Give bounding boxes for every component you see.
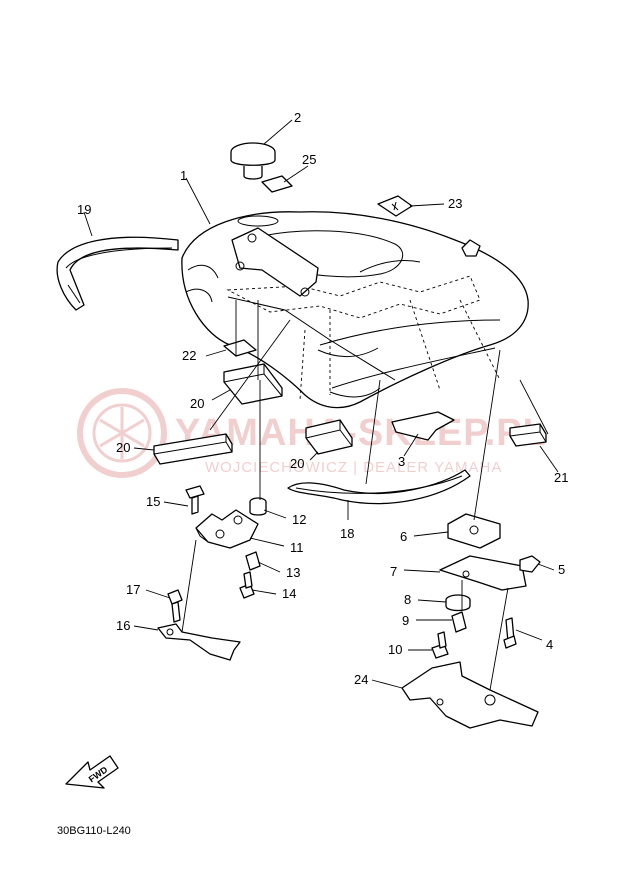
part-6-damper-block — [447, 513, 501, 549]
callouts: 2 25 1 19 23 22 20 20 20 3 21 18 15 12 1… — [77, 110, 568, 687]
callout-25: 24 — [354, 672, 368, 687]
part-5-nut — [519, 555, 541, 573]
part-21-damper-long — [153, 433, 233, 465]
part-12-grommet — [249, 497, 267, 516]
part-20-damper-left — [223, 363, 283, 405]
callout-20-center: 20 — [290, 456, 304, 471]
tuning-fork-logo — [77, 388, 167, 478]
part-9-collar — [451, 611, 467, 633]
callout-4: 4 — [546, 637, 553, 652]
part-19-side-strip — [56, 236, 179, 311]
watermark-brand: YAMAHA-SKLEP.PL — [175, 412, 547, 454]
callout-14: 14 — [282, 586, 296, 601]
part-22-damper-right — [509, 423, 547, 447]
callout-22: 21 — [554, 470, 568, 485]
part-15-bolt — [185, 485, 205, 515]
callout-17: 17 — [126, 582, 140, 597]
part-14-bolt — [239, 571, 255, 599]
part-16-bracket — [157, 623, 241, 661]
watermark-subtitle: WOJCIECHOWICZ | DEALER YAMAHA — [205, 459, 502, 476]
part-11-bracket — [195, 509, 259, 549]
part-7-bracket-plate — [439, 555, 527, 591]
callout-20-left: 20 — [190, 396, 204, 411]
callout-5: 5 — [558, 562, 565, 577]
leader-lines — [83, 119, 559, 691]
callout-15: 15 — [146, 494, 160, 509]
callout-21: 20 — [116, 440, 130, 455]
callout-16: 16 — [116, 618, 130, 633]
callout-9: 9 — [402, 613, 409, 628]
callout-2: 2 — [294, 110, 301, 125]
callout-19: 19 — [77, 202, 91, 217]
part-26-label — [261, 175, 293, 193]
callout-8: 8 — [404, 592, 411, 607]
part-20-damper-center — [305, 419, 353, 455]
diagram-code: 30BG110-L240 — [57, 825, 131, 837]
part-25-bracket — [401, 661, 539, 729]
callout-18: 18 — [340, 526, 354, 541]
part-8-washer — [445, 594, 471, 612]
callout-10: 10 — [388, 642, 402, 657]
callout-7: 7 — [390, 564, 397, 579]
callout-3: 3 — [398, 454, 405, 469]
part-10-bolt — [431, 631, 449, 659]
part-23-pad — [223, 339, 257, 357]
callout-13: 13 — [286, 565, 300, 580]
fwd-arrow-icon: FWD — [65, 755, 119, 789]
callout-6: 6 — [400, 529, 407, 544]
callout-24: 23 — [448, 196, 462, 211]
watermark: YAMAHA-SKLEP.PL WOJCIECHOWICZ | DEALER Y… — [77, 388, 547, 478]
part-4-bolt — [503, 617, 517, 649]
part-2-fuel-cap — [230, 142, 276, 180]
part-18-strip — [287, 469, 471, 505]
callout-26: 25 — [302, 152, 316, 167]
part-17-bolt — [167, 589, 183, 623]
callout-11: 11 — [290, 540, 304, 555]
part-24-emblem — [377, 195, 413, 217]
part-3-pad — [391, 411, 455, 441]
callout-1: 1 — [180, 168, 187, 183]
part-13-collar — [245, 551, 261, 571]
callout-12: 12 — [292, 512, 306, 527]
part-1-fuel-tank — [181, 211, 529, 409]
callout-23: 22 — [182, 348, 196, 363]
